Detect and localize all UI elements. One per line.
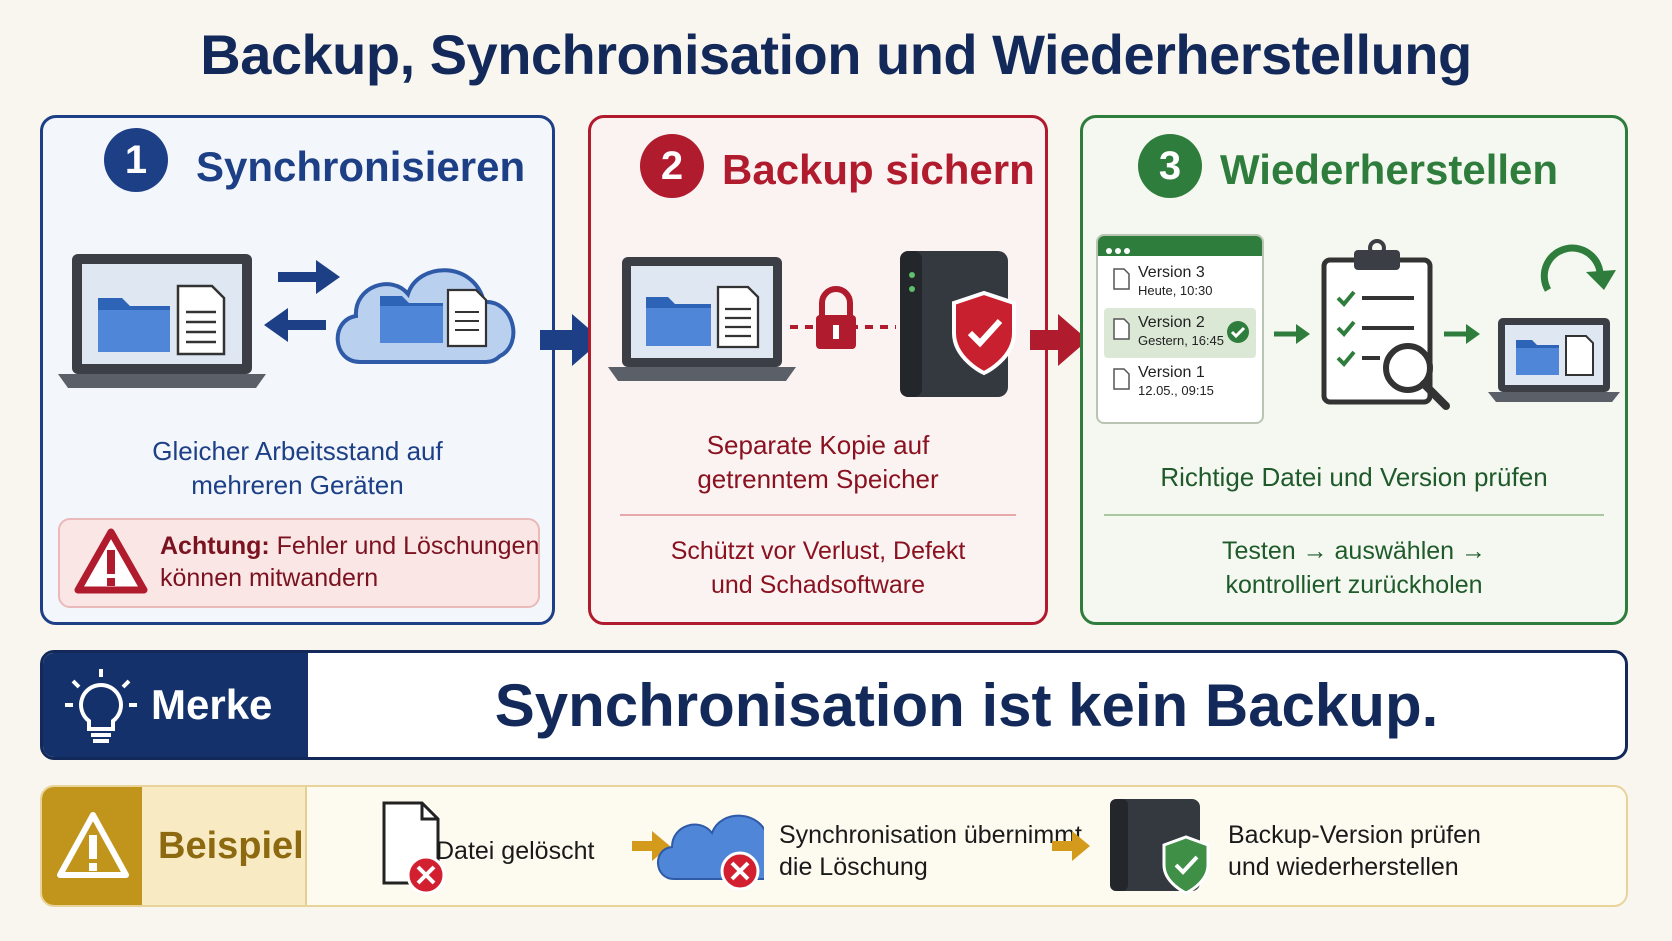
arrow-right-icon [1466, 324, 1480, 344]
arrow-right-icon [1296, 324, 1310, 344]
example-step-2: Synchronisation übernimmt die Löschung [779, 821, 1082, 881]
step-title-1: Synchronisieren [196, 143, 526, 190]
check-circle-icon [1227, 321, 1249, 343]
warning-text: Achtung: Fehler und Löschungen können mi… [160, 532, 540, 592]
document-icon [176, 284, 226, 356]
divider [620, 514, 1016, 516]
step-badge-2: 2 [640, 134, 704, 198]
window-titlebar [1098, 236, 1262, 256]
step-title-3: Wiederherstellen [1220, 146, 1559, 193]
arrow-right-icon [540, 314, 602, 366]
step-title-2: Backup sichern [722, 146, 1035, 193]
cloud-deleted-icon [657, 814, 764, 891]
lightbulb-icon [65, 669, 137, 743]
deleted-document-icon [382, 801, 446, 895]
step-detail-2: Schützt vor Verlust, Defekt und Schadsof… [670, 537, 966, 599]
document-icon [1113, 368, 1130, 390]
nas-shield-icon [1110, 799, 1210, 895]
example-step-3: Backup-Version prüfen und wiederherstell… [1228, 821, 1481, 881]
merke-banner: Merke Synchronisation ist kein Backup. [40, 650, 1628, 760]
warning-box [58, 518, 540, 608]
document-icon [1113, 268, 1130, 290]
step-caption-1: Gleicher Arbeitsstand auf mehreren Gerät… [152, 436, 443, 500]
restore-illustration [1274, 239, 1620, 410]
example-label-area: Beispiel [142, 787, 307, 905]
cloud-icon [335, 268, 516, 364]
backup-illustration [608, 251, 1016, 397]
example-icon-area [42, 787, 142, 905]
merke-statement: Synchronisation ist kein Backup. [494, 671, 1439, 739]
divider [1104, 514, 1604, 516]
folder-icon [98, 298, 170, 352]
warning-icon [74, 528, 148, 594]
sync-illustration [58, 254, 516, 388]
document-icon [716, 285, 760, 349]
step-detail-3: Testen → auswählen → kontrolliert zurück… [1221, 537, 1487, 599]
example-banner: Beispiel Datei gelöscht Synchronisation … [40, 785, 1628, 907]
example-step-1: Datei gelöscht [436, 837, 595, 865]
version-history-window: Version 3 Heute, 10:30 Version 2 Gestern… [1096, 234, 1264, 424]
page-title: Backup, Synchronisation und Wiederherste… [200, 23, 1472, 86]
warning-icon [57, 812, 129, 878]
step-badge-1: 1 [104, 128, 168, 192]
version-item-selected[interactable]: Version 2 Gestern, 16:45 [1104, 308, 1256, 358]
arrow-right-icon [632, 831, 670, 861]
folder-icon [646, 297, 711, 346]
magnifier-icon [1383, 343, 1450, 410]
restore-arrow-icon [1540, 244, 1616, 292]
version-item[interactable]: Version 1 12.05., 09:15 [1098, 358, 1262, 408]
version-item[interactable]: Version 3 Heute, 10:30 [1098, 256, 1262, 308]
step-caption-2: Separate Kopie auf getrenntem Speicher [697, 430, 939, 494]
arrow-right-icon [1030, 314, 1088, 366]
sync-arrows-icon [264, 260, 340, 342]
example-label: Beispiel [158, 825, 304, 867]
shield-check-icon [952, 290, 1016, 376]
laptop-icon [1488, 318, 1620, 402]
merke-label: Merke [151, 681, 273, 728]
lock-icon [816, 286, 856, 349]
arrow-right-icon [1052, 831, 1090, 861]
step-badge-3: 3 [1138, 134, 1202, 198]
step-caption-3: Richtige Datei und Version prüfen [1160, 462, 1548, 492]
merke-label-area: Merke [43, 653, 308, 757]
document-icon [1113, 318, 1130, 340]
